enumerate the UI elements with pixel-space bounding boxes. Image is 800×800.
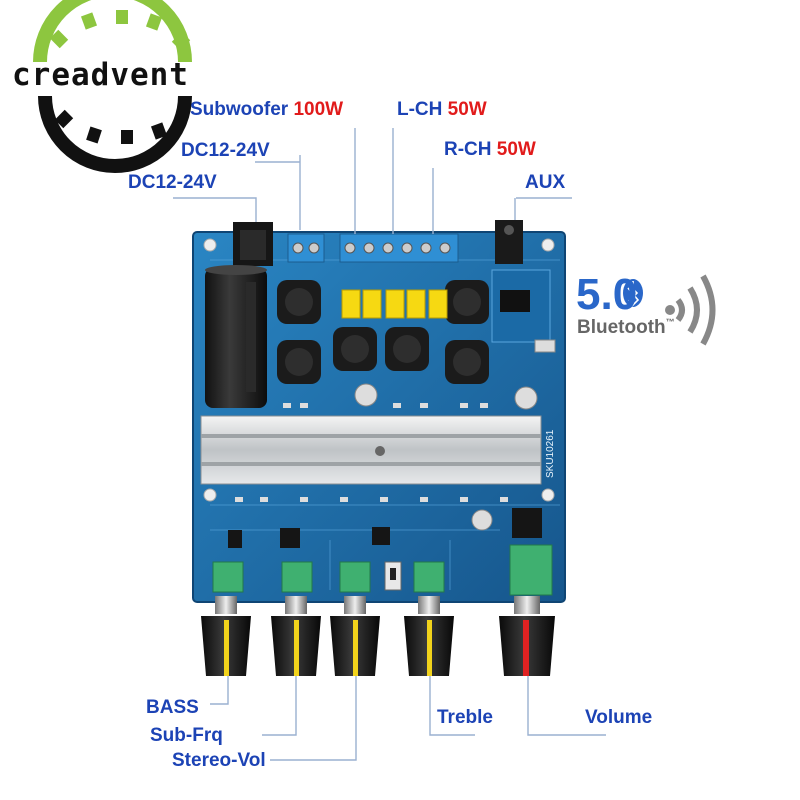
bluetooth-version: 5.0 [576, 270, 638, 319]
sku-label: SKU10261 [545, 429, 556, 478]
potentiometer-bases [212, 544, 553, 596]
filter-capacitor [205, 265, 267, 408]
lch-label: L-CH [397, 99, 448, 120]
trademark-symbol: ™ [665, 317, 675, 327]
stereo-vol-label: Stereo-Vol [172, 750, 266, 771]
logo-gear-icon [33, 0, 192, 173]
power-terminal [287, 233, 325, 263]
amplifier-board: SKU10261 [192, 220, 566, 603]
small-capacitors [354, 383, 538, 531]
dc-input-label-2: DC12-24V [128, 172, 217, 193]
volume-label: Volume [585, 707, 653, 728]
knob-stereo-vol [330, 596, 380, 676]
knob-volume [499, 596, 555, 676]
aux-jack [495, 220, 523, 264]
subwoofer-power: 100W [293, 99, 344, 120]
bluetooth-word: Bluetooth [577, 317, 666, 338]
aux-label: AUX [525, 172, 566, 193]
bluetooth-wordmark: Bluetooth™ [577, 317, 675, 338]
rch-power: 50W [496, 139, 536, 160]
rch-label: R-CH [444, 139, 497, 160]
dc-jack [233, 222, 273, 266]
rch-callout: R-CH 50W [444, 140, 536, 159]
knob-bass [201, 596, 251, 676]
callout-lines [173, 128, 606, 761]
brand-logo-text: creadvent [12, 57, 189, 93]
sound-wave-icon [675, 274, 716, 346]
subwoofer-label: Subwoofer [190, 99, 294, 120]
film-capacitors [341, 289, 448, 319]
heatsink [200, 415, 542, 485]
ic-chips [228, 508, 542, 548]
bluetooth-icon [623, 279, 643, 307]
lch-callout: L-CH 50W [397, 100, 487, 119]
speaker-terminal [339, 233, 459, 263]
treble-label: Treble [437, 707, 493, 728]
bluetooth-module [491, 269, 556, 353]
dc-input-label-1: DC12-24V [181, 140, 270, 161]
knob-sub-frq [271, 596, 321, 676]
sub-frq-label: Sub-Frq [150, 725, 223, 746]
smd-components [235, 403, 508, 502]
inductors [277, 280, 489, 384]
bass-label: BASS [146, 697, 199, 718]
knob-treble [404, 596, 454, 676]
lch-power: 50W [447, 99, 487, 120]
subwoofer-callout: Subwoofer 100W [190, 100, 343, 119]
